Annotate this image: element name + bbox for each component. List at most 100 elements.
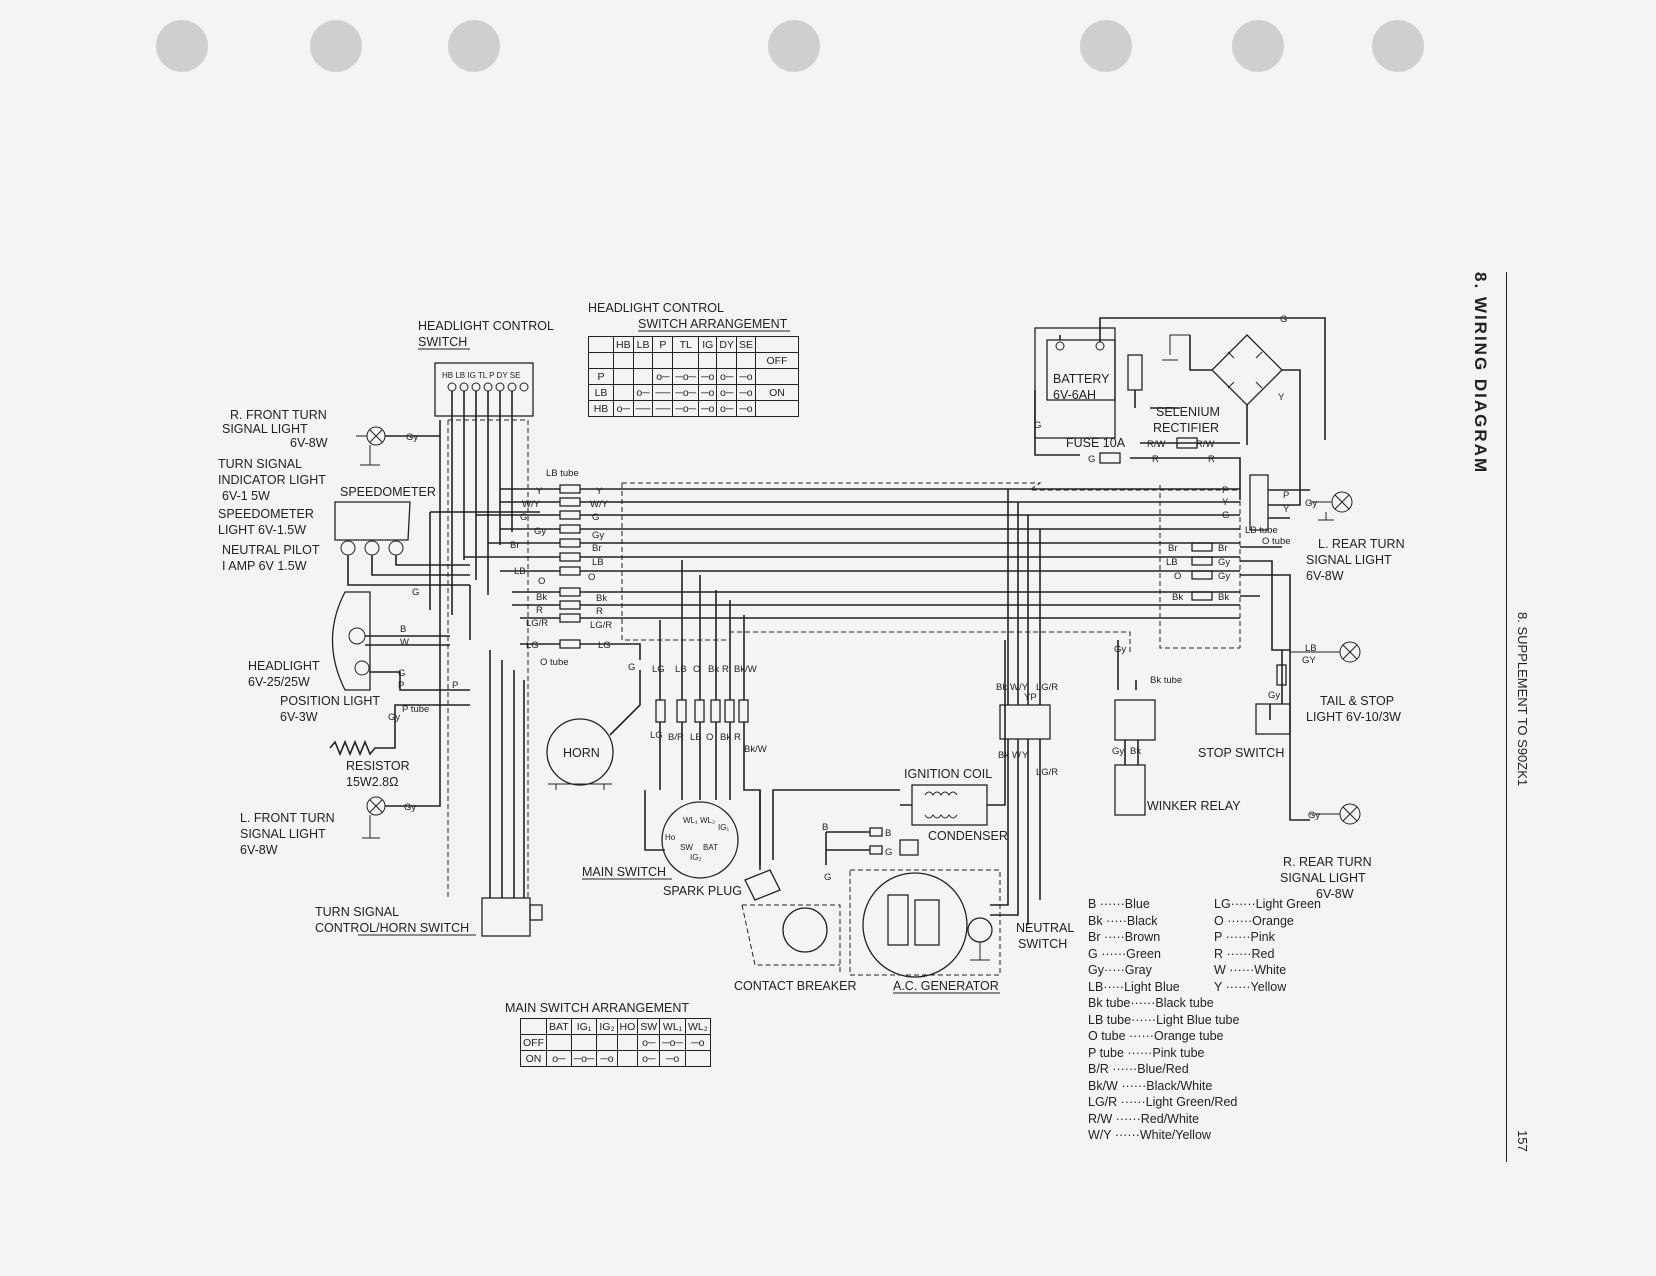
speedometer-body <box>334 501 411 541</box>
turn-horn-label-1: TURN SIGNAL <box>315 905 399 919</box>
svg-text:G: G <box>1222 510 1229 521</box>
svg-text:Gy: Gy <box>534 526 546 537</box>
svg-text:G: G <box>592 512 599 523</box>
svg-text:Bk: Bk <box>1172 592 1183 603</box>
svg-text:Y: Y <box>1222 497 1229 508</box>
svg-text:LG/R: LG/R <box>526 618 548 629</box>
hl-col-ig: IG <box>698 336 718 353</box>
turn-horn-switch-box <box>481 897 531 937</box>
p-tube-label: P tube <box>402 704 429 715</box>
turn-horn-label-2: CONTROL/HORN SWITCH <box>315 921 469 935</box>
l-rear-turn-label-2: SIGNAL LIGHT <box>1306 553 1392 567</box>
hl-col-p: P <box>652 336 674 353</box>
r-front-turn-label-3: 6V-8W <box>290 436 328 450</box>
ts-wire-lb: LB <box>1305 643 1317 654</box>
hl-switch-terminals: HB LB IG TL P DY SE <box>442 371 520 380</box>
headlight-label-2: 6V-25/25W <box>248 675 310 689</box>
spark-plug-label: SPARK PLUG <box>663 884 742 898</box>
legend-item: LB tube······Light Blue tube <box>1088 1012 1240 1027</box>
l-rear-turn-label-1: L. REAR TURN <box>1318 537 1405 551</box>
svg-text:Bk: Bk <box>996 682 1007 693</box>
svg-text:LB: LB <box>1166 557 1178 568</box>
ms-arrangement-table: BAT IG₁ IG₂ HO SW WL₁ WL₂ OFF o──o──o ON… <box>520 1018 711 1067</box>
ignition-coil-box <box>911 784 988 826</box>
svg-text:Bk: Bk <box>708 664 719 675</box>
ms-row-on: ON <box>520 1050 547 1067</box>
svg-text:IG₁: IG₁ <box>718 823 729 832</box>
svg-text:R: R <box>734 732 741 743</box>
ss-wire-gy: Gy <box>1268 690 1280 701</box>
wire-gy-label: Gy <box>406 432 418 443</box>
stop-switch-box <box>1255 703 1291 735</box>
svg-text:Ho: Ho <box>665 833 676 842</box>
l-front-turn-label-1: L. FRONT TURN <box>240 811 335 825</box>
hl-col-lb: LB <box>632 336 654 353</box>
binder-hole <box>1080 20 1132 72</box>
position-light-bulb <box>354 660 470 691</box>
neutral-pilot-label-2: I AMP 6V 1.5W <box>222 559 307 573</box>
svg-text:O: O <box>1174 571 1181 582</box>
resistor-label-2: 15W2.8Ω <box>346 775 398 789</box>
svg-text:LG: LG <box>652 664 665 675</box>
wr-wire-gy: Gy <box>1114 644 1126 655</box>
cond-wire-g2: G <box>824 872 831 883</box>
lft-wire-gy: Gy <box>404 802 416 813</box>
svg-text:Y: Y <box>1283 504 1290 515</box>
legend-item: P ······Pink <box>1214 930 1275 944</box>
legend-item: LB·····Light Blue <box>1088 979 1180 994</box>
legend-item: LG······Light Green <box>1214 897 1321 911</box>
headlight-body <box>331 591 371 691</box>
turn-indicator-label-3: 6V-1 5W <box>222 489 270 503</box>
color-legend-right: LG······Light Green O ······Orange P ···… <box>1214 896 1321 995</box>
position-light-label-1: POSITION LIGHT <box>280 694 380 708</box>
hl-arr-title-1: HEADLIGHT CONTROL <box>588 301 724 315</box>
turn-indicator-label-1: TURN SIGNAL <box>218 457 302 471</box>
stop-switch-label: STOP SWITCH <box>1198 746 1284 760</box>
l-front-turn-label-3: 6V-8W <box>240 843 278 857</box>
legend-item: Bk/W ······Black/White <box>1088 1078 1213 1093</box>
fuse-wire-g: G <box>1088 454 1095 465</box>
svg-text:WL₁: WL₁ <box>683 816 698 825</box>
ignition-coil-label: IGNITION COIL <box>904 767 992 781</box>
resistor-label-1: RESISTOR <box>346 759 410 773</box>
position-light-label-2: 6V-3W <box>280 710 318 724</box>
tail-stop-bulb <box>1290 641 1361 663</box>
hl-row-lb: LB <box>588 384 614 401</box>
selenium-label-2: RECTIFIER <box>1153 421 1219 435</box>
svg-text:W: W <box>1012 750 1021 761</box>
horn-symbol <box>546 670 641 790</box>
hl-wire-g: G <box>412 587 419 598</box>
binder-hole <box>768 20 820 72</box>
neutral-switch-label-1: NEUTRAL <box>1016 921 1074 935</box>
svg-text:Gy: Gy <box>1218 557 1230 568</box>
svg-text:O: O <box>693 664 700 675</box>
speedo-light-label-1: SPEEDOMETER <box>218 507 314 521</box>
cond-wire-b2: B <box>885 828 891 839</box>
bk-tube-label: Bk tube <box>1150 675 1182 686</box>
wr-wire-gy2: Gy <box>1112 746 1124 757</box>
hl-state-on: ON <box>754 384 799 401</box>
fuse-label: FUSE 10A <box>1066 436 1126 450</box>
svg-text:G: G <box>520 512 527 523</box>
neutral-pilot-label-1: NEUTRAL PILOT <box>222 543 320 557</box>
l-front-turn-label-2: SIGNAL LIGHT <box>240 827 326 841</box>
svg-text:O: O <box>588 572 595 583</box>
hl-switch-title-1: HEADLIGHT CONTROL <box>418 319 554 333</box>
ms-row-off: OFF <box>520 1034 547 1051</box>
svg-text:Bk: Bk <box>720 732 731 743</box>
battery-box <box>1046 339 1116 401</box>
svg-text:P: P <box>1283 490 1289 501</box>
winker-relay-body <box>1114 764 1146 816</box>
svg-text:W/Y: W/Y <box>522 499 541 510</box>
legend-item: O tube ······Orange tube <box>1088 1029 1224 1043</box>
hl-state-off: OFF <box>754 352 799 369</box>
ts-wire-gy: GY <box>1302 655 1316 666</box>
battery-label-1: BATTERY <box>1053 372 1110 386</box>
svg-text:LB: LB <box>675 664 687 675</box>
lrt-wire-gy: Gy <box>1305 498 1317 509</box>
lb-tube-r-label: LB tube <box>1245 525 1278 536</box>
rear-bus-connectors <box>1191 542 1213 601</box>
resistor-wire-gy: Gy <box>388 712 400 723</box>
svg-text:SW: SW <box>680 843 693 852</box>
